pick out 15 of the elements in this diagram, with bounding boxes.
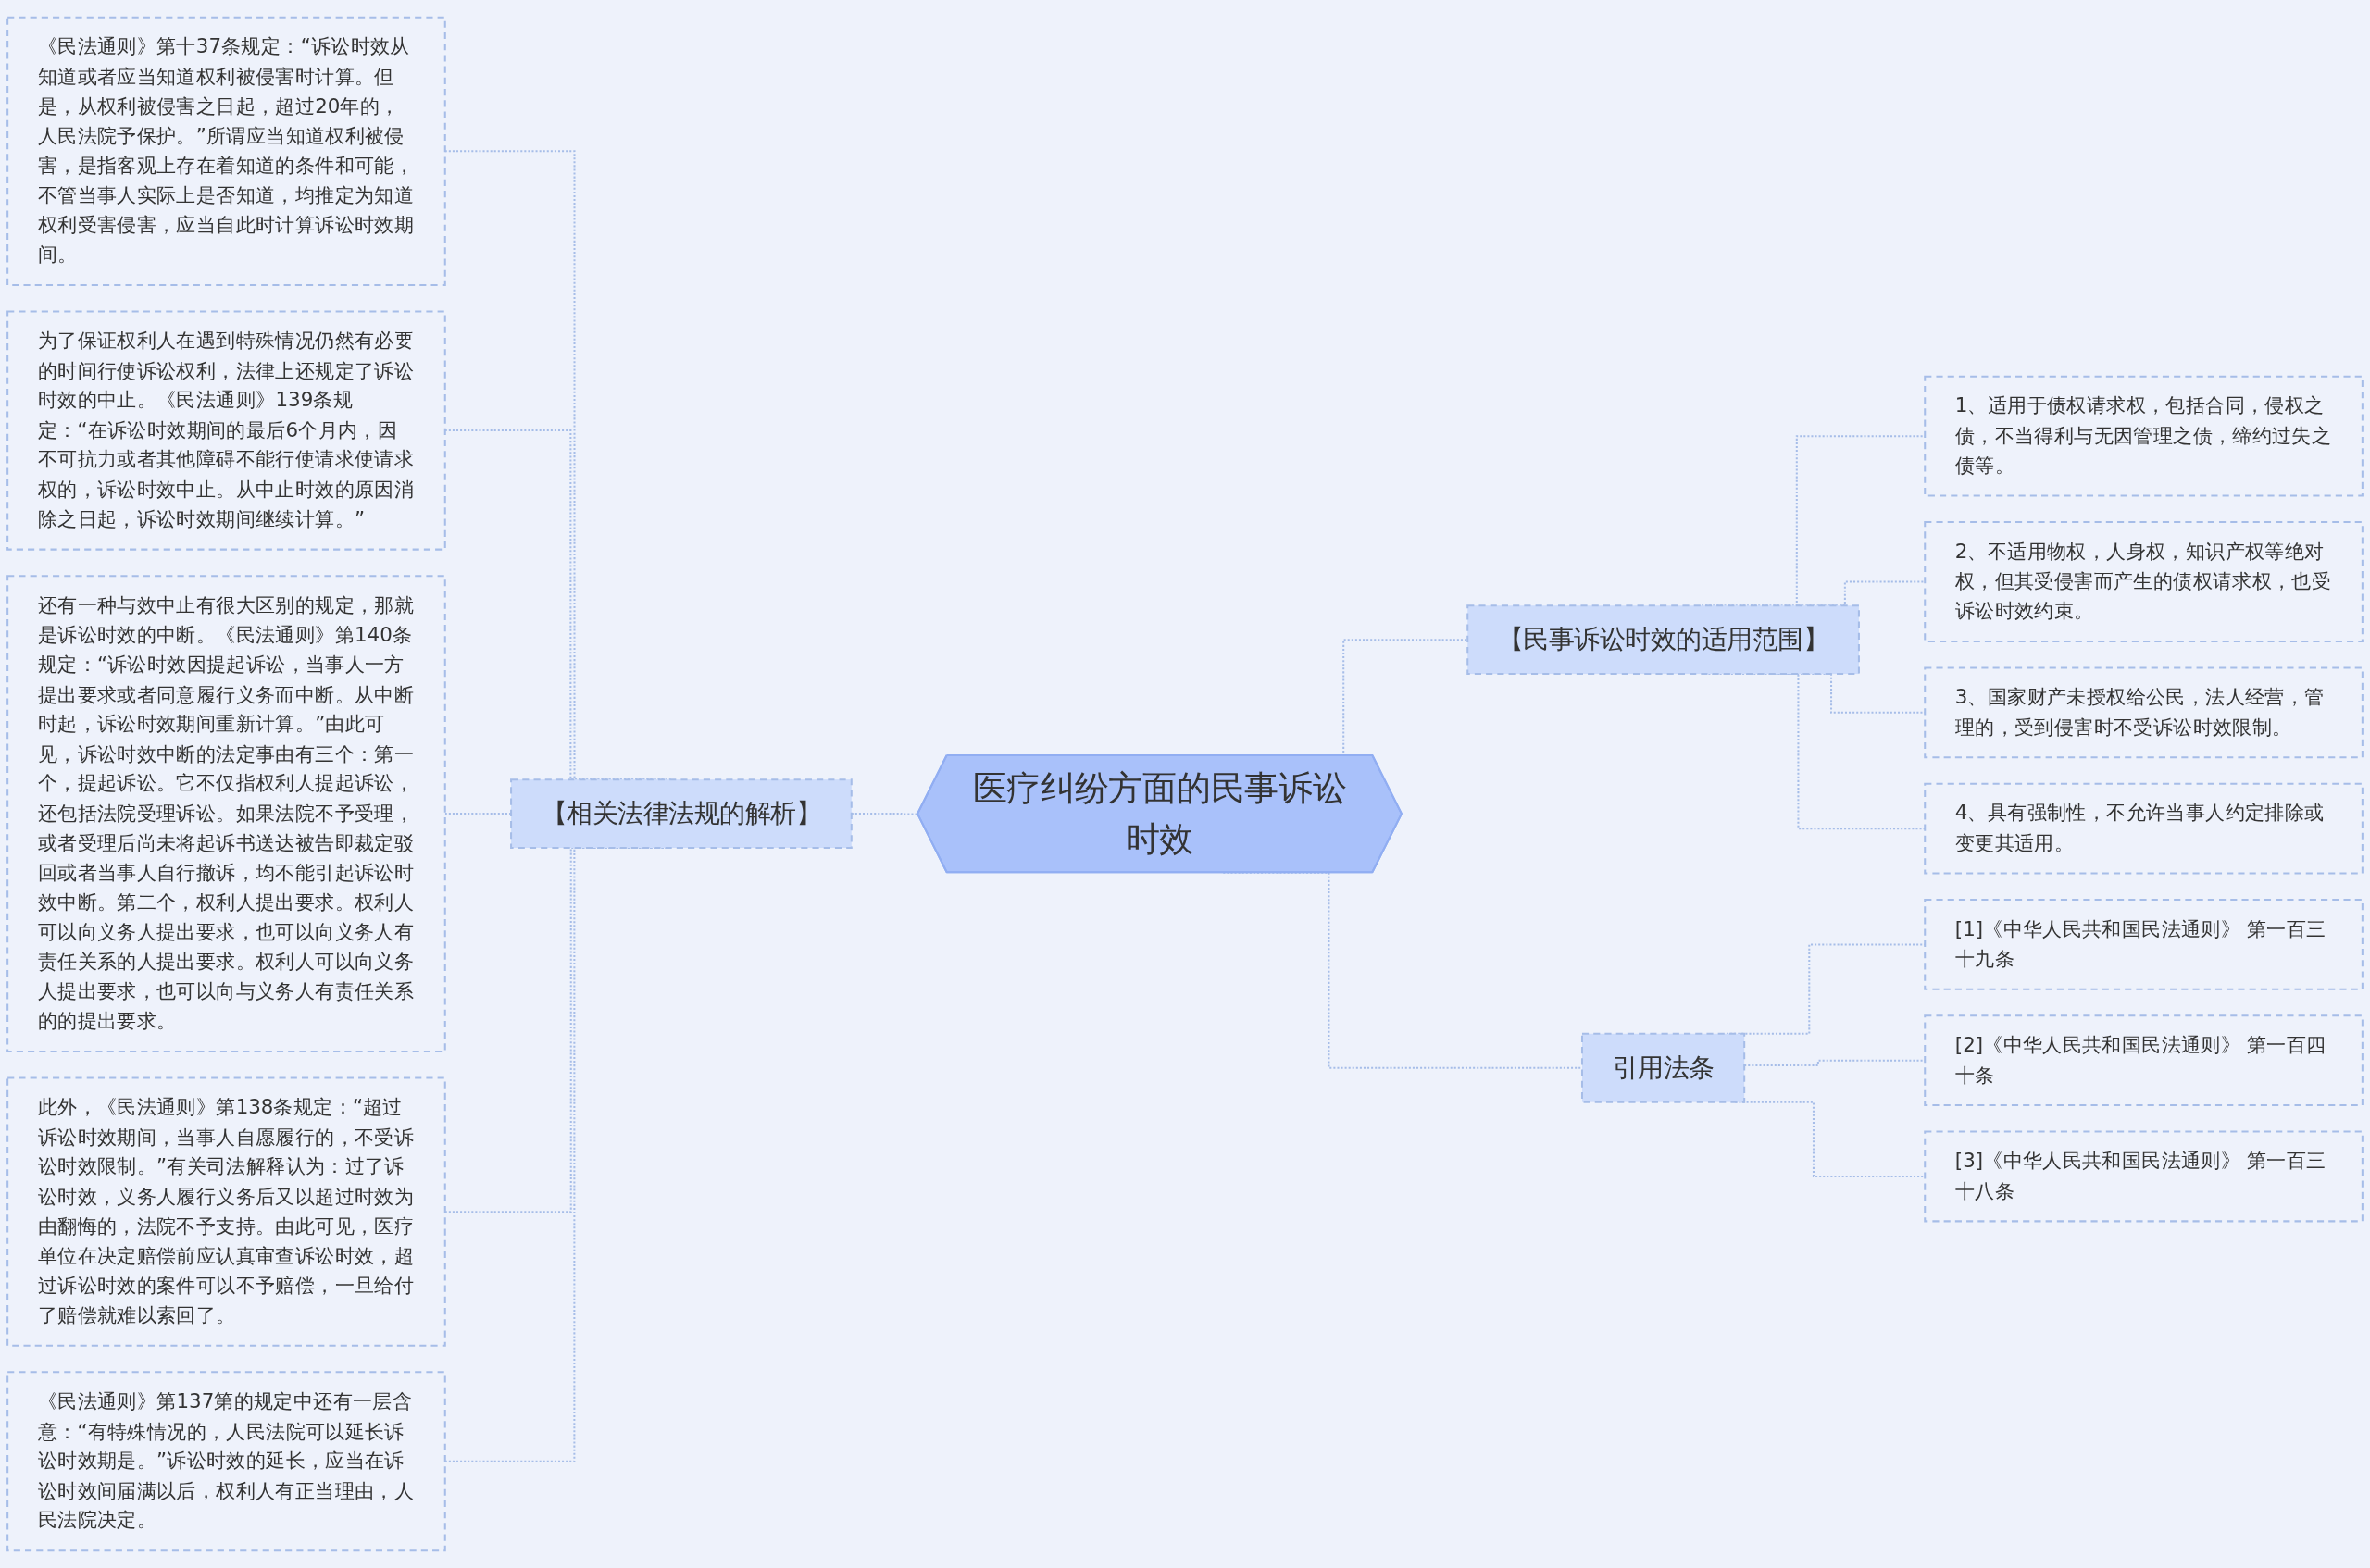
node-box: 2、不适用物权，人身权，知识产权等绝对权，但其受侵害而产生的债权请求权，也受诉讼时效约束。: [1924, 521, 2364, 642]
node-box: 此外，《民法通则》第138条规定：“超过诉讼时效期间，当事人自愿履行的，不受诉讼时效限制。”有关司法解释认为：过了诉讼时效，义务人履行义务后又以超过时效为由翻悔的，法院不予支持。由此可见，医疗单位在决定赔偿前应认真审查诉讼时效，超过诉讼时效的案件可以不予赔偿，一旦给付了赔偿就难以索回了。: [6, 1076, 446, 1347]
node-box: [2]《中华人民共和国民法通则》 第一百四十条: [1924, 1014, 2364, 1107]
node-box: 《民法通则》第137第的规定中还有一层含意：“有特殊情况的，人民法院可以延长诉讼时效期是。”诉讼时效的延长，应当在诉讼时效间届满以后，权利人有正当理由，人民法院决定。: [6, 1371, 446, 1552]
node-box: 还有一种与效中止有很大区别的规定，那就是诉讼时效的中断。《民法通则》第140条规定：“诉讼时效因提起诉讼，当事人一方提出要求或者同意履行义务而中断。从中断时起，诉讼时效期间重新计算。”由此可见，诉讼时效中断的法定事由有三个：第一个，提起诉讼。它不仅指权利人提起诉讼，还包括法院受理诉讼。如果法院不予受理，或者受理后尚未将起诉书送达被告即裁定驳回或者当事人自行撤诉，均不能引起诉讼时效中断。第二个，权利人提出要求。权利人可以向义务人提出要求，也可以向义务人有责任关系的人提出要求。权利人可以向义务人提出要求，也可以向与义务人有责任关系的的提出要求。: [6, 575, 446, 1053]
node-box: 【相关法律法规的解析】: [510, 778, 853, 850]
node-box: 4、具有强制性，不允许当事人约定排除或变更其适用。: [1924, 782, 2364, 875]
node-box: 为了保证权利人在遇到特殊情况仍然有必要的时间行使诉讼权利，法律上还规定了诉讼时效的中止。《民法通则》139条规定：“在诉讼时效期间的最后6个月内，因不可抗力或者其他障碍不能行使请求使请求权的，诉讼时效中止。从中止时效的原因消除之日起，诉讼时效期间继续计算。”: [6, 310, 446, 551]
node-box: 3、国家财产未授权给公民，法人经营，管理的，受到侵害时不受诉讼时效限制。: [1924, 666, 2364, 759]
node-box: 1、适用于债权请求权，包括合同，侵权之债，不当得利与无因管理之债，缔约过失之债等。: [1924, 375, 2364, 497]
node-box: [1]《中华人民共和国民法通则》 第一百三十九条: [1924, 899, 2364, 990]
node-box: [3]《中华人民共和国民法通则》 第一百三十八条: [1924, 1130, 2364, 1223]
node-box: 引用法条: [1580, 1032, 1746, 1103]
node-box: 【民事诉讼时效的适用范围】: [1466, 604, 1860, 676]
node-box: 《民法通则》第十37条规定：“诉讼时效从知道或者应当知道权利被侵害时计算。但是，从权利被侵害之日起，超过20年的，人民法院予保护。”所谓应当知道权利被侵害，是指客观上存在着知道的条件和可能，不管当事人实际上是否知道，均推定为知道权利受害侵害，应当自此时计算诉讼时效期间。: [6, 16, 446, 286]
